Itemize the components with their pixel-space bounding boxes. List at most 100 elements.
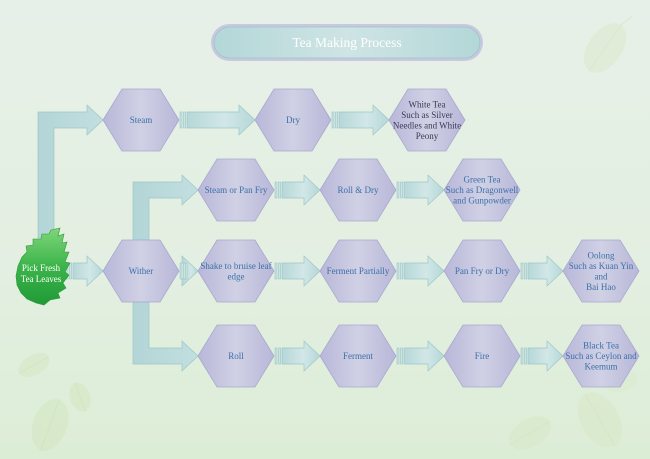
node-label-line: Roll [228, 351, 244, 361]
node-ferment[interactable]: Ferment [319, 324, 397, 388]
node-label-line: Keemum [585, 362, 618, 372]
node-wither[interactable]: Wither [102, 239, 180, 303]
node-label-line: Green Tea [464, 175, 501, 185]
bg-leaf-icon [69, 382, 91, 412]
node-label-line: and [595, 271, 608, 281]
node-fire[interactable]: Fire [443, 324, 521, 388]
hexagon-shape [319, 324, 397, 388]
hexagon-shape [388, 88, 466, 152]
hexagon-shape [443, 239, 521, 303]
bg-leaf-icon [577, 392, 623, 448]
node-label-line: Black Tea [583, 341, 619, 351]
hexagon-shape [254, 88, 332, 152]
arrow-right-icon [403, 174, 445, 206]
hexagon-shape [319, 239, 397, 303]
node-steam-pan[interactable]: Steam or Pan Fry [197, 158, 275, 222]
connector-bar [396, 262, 400, 280]
edge-ferment-to-fire [396, 340, 445, 372]
node-steam[interactable]: Steam [102, 88, 180, 152]
node-label-line: White Tea [409, 99, 446, 109]
node-label-line: Such as Ceylon and [565, 351, 637, 361]
node-label-line: Peony [416, 131, 439, 141]
node-label-line: Such as Dragonwell [446, 185, 519, 195]
edge-roll-dry-to-green [396, 174, 445, 206]
tea-leaf-icon [15, 227, 71, 306]
connector-bar [524, 347, 527, 365]
connector-bar [278, 262, 281, 280]
node-label-line: Pan Fry or Dry [455, 266, 510, 276]
edge-wither-to-steam-pan [132, 174, 199, 241]
connector-bar [520, 347, 524, 365]
node-dry[interactable]: Dry [254, 88, 332, 152]
connector-bar [179, 111, 183, 129]
diagram-title: Tea Making Process [292, 35, 401, 50]
connector-bar [274, 347, 278, 365]
bg-leaf-icon [18, 352, 50, 378]
node-label-line: edge [228, 271, 245, 281]
connector-bar [400, 347, 403, 365]
edge-wither-to-roll [132, 301, 199, 372]
edge-fire-to-black [520, 340, 564, 372]
edge-pick-to-steam [37, 104, 104, 239]
elbow-arrow-icon [37, 104, 104, 239]
elbow-arrow-icon [132, 174, 199, 241]
node-label-line: Steam [130, 115, 153, 125]
edge-ferment-partially-to-panfry-dry [396, 255, 445, 287]
start-label-line-2: Tea Leaves [21, 274, 62, 284]
connector-bar [179, 262, 183, 280]
edge-steam-pan-to-roll-dry [274, 174, 321, 206]
connector-bar [396, 181, 400, 199]
node-label-line: Fire [475, 351, 490, 361]
hexagon-shape [102, 239, 180, 303]
hexagon-shape [102, 88, 180, 152]
node-roll-dry[interactable]: Roll & Dry [319, 158, 397, 222]
edge-dry-to-white [331, 104, 390, 136]
node-ferment-partially[interactable]: Ferment Partially [319, 239, 397, 303]
start-label-line-1: Pick Fresh [22, 263, 61, 273]
node-label-line: and Gunpowder [453, 196, 511, 206]
arrow-right-icon [338, 104, 390, 136]
edge-shake-to-ferment-partially [274, 255, 321, 287]
connector-bar [278, 347, 281, 365]
node-label-line: Shake to bruise leaf [200, 261, 271, 271]
hexagon-shape [562, 239, 640, 303]
bg-leaf-icon [508, 416, 552, 450]
connector-bar [400, 262, 403, 280]
arrow-right-icon [186, 104, 256, 136]
node-roll[interactable]: Roll [197, 324, 275, 388]
connector-bar [183, 111, 186, 129]
edge-steam-to-dry [179, 104, 256, 136]
connector-bar [274, 262, 278, 280]
connector-bar [183, 262, 186, 280]
arrow-right-icon [527, 340, 564, 372]
node-label-line: Steam or Pan Fry [205, 185, 268, 195]
node-label-line: Ferment Partially [327, 266, 390, 276]
hexagon-shape [443, 324, 521, 388]
node-label-line: Wither [129, 266, 154, 276]
connector-bar [278, 181, 281, 199]
start-node-pick-fresh-tea-leaves[interactable]: Pick Fresh Tea Leaves [15, 227, 71, 306]
hexagon-shape [562, 324, 640, 388]
arrow-right-icon [281, 174, 321, 206]
node-label-line: Ferment [343, 351, 373, 361]
node-panfry-dry[interactable]: Pan Fry or Dry [443, 239, 521, 303]
arrow-right-icon [527, 255, 564, 287]
connector-bar [400, 181, 403, 199]
connector-bar [524, 262, 527, 280]
edge-wither-to-shake [179, 255, 199, 287]
bg-leaf-icon [31, 398, 69, 452]
node-label-line: Needles and White [393, 120, 461, 130]
arrow-right-icon [281, 255, 321, 287]
hexagon-shape [197, 324, 275, 388]
edge-pick-to-wither [65, 255, 104, 287]
arrow-right-icon [403, 255, 445, 287]
arrow-right-icon [181, 255, 199, 287]
